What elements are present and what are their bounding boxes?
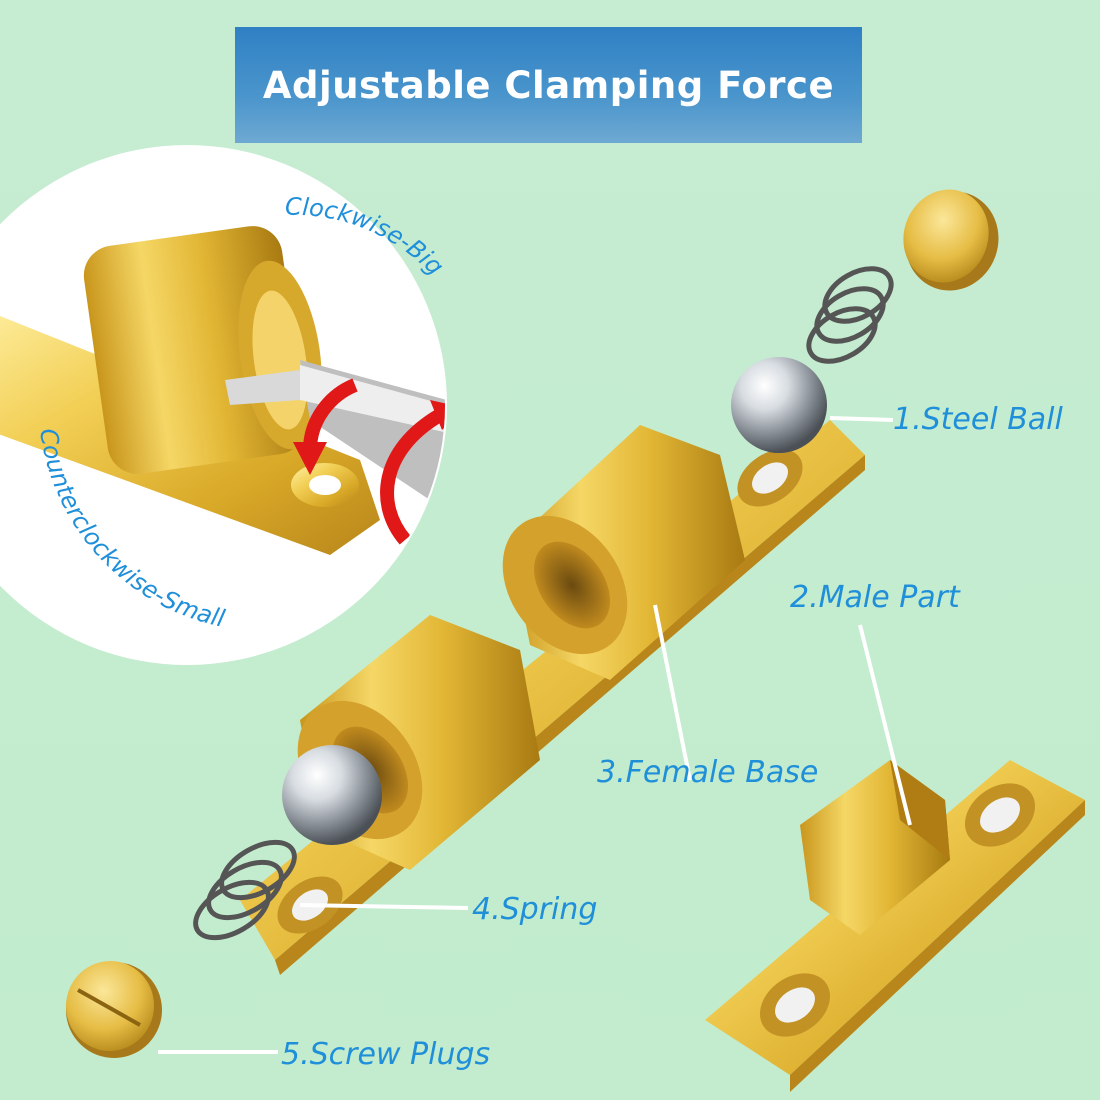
- screw-plug-top: [903, 189, 999, 291]
- screw-plug-bottom: [65, 961, 162, 1058]
- label-male-part: 2.Male Part: [790, 580, 960, 615]
- spring-bottom: [193, 839, 297, 941]
- label-screw-plugs: 5.Screw Plugs: [281, 1037, 491, 1072]
- label-spring: 4.Spring: [472, 892, 598, 927]
- steel-ball-top: [731, 357, 827, 453]
- label-steel-ball: 1.Steel Ball: [893, 402, 1063, 437]
- male-part: [705, 760, 1085, 1092]
- banner-title: Adjustable Clamping Force: [262, 63, 835, 107]
- spring-top: [806, 266, 894, 364]
- callout-lines: [158, 416, 912, 1054]
- inset-circle: Clockwise-Big Counterclockwise-Small: [0, 145, 449, 665]
- header-banner: Adjustable Clamping Force: [235, 27, 862, 143]
- steel-ball-bottom: [282, 745, 382, 845]
- label-female-base: 3.Female Base: [597, 755, 819, 790]
